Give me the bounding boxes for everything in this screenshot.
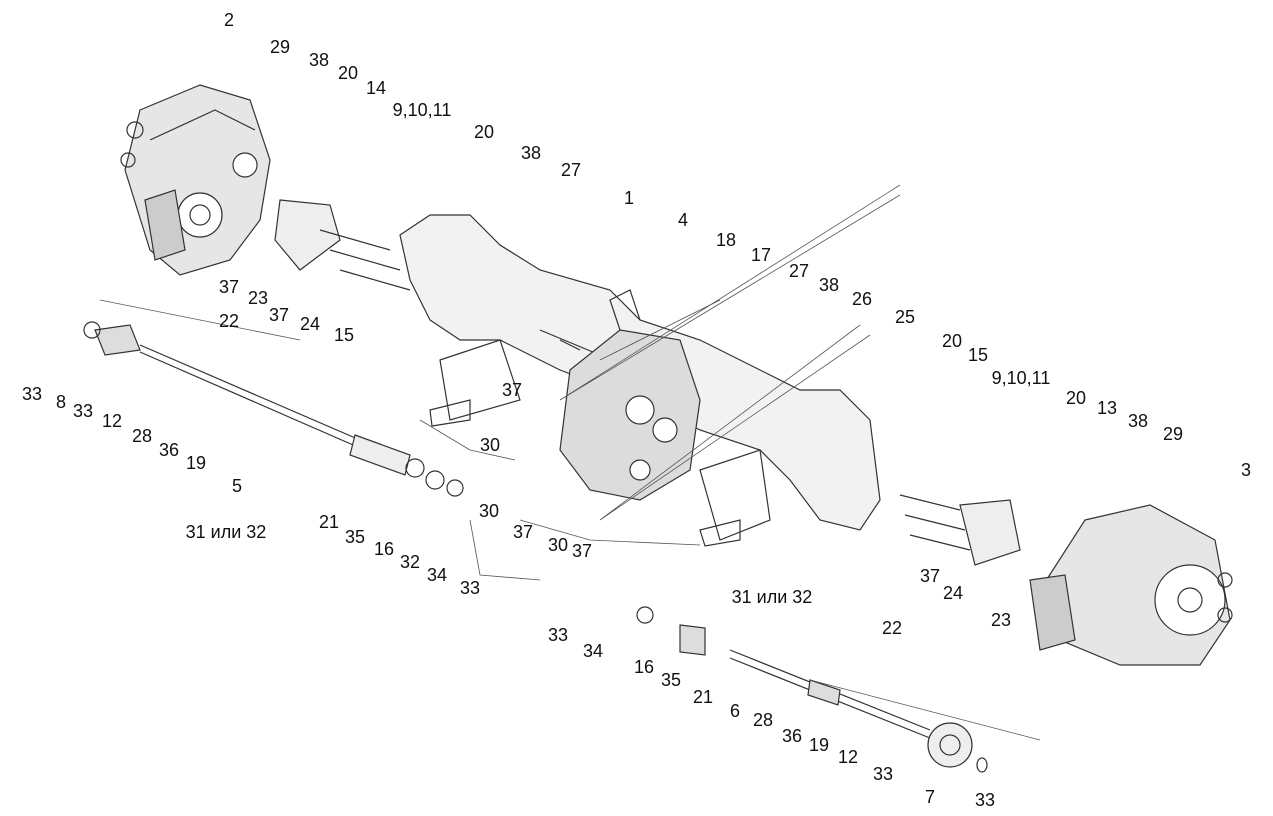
part-label-20: 20	[337, 63, 359, 83]
part-label-20: 20	[941, 331, 963, 351]
left-mount-plate	[274, 199, 341, 271]
part-label-37: 37	[268, 305, 290, 325]
part-label-9-10-11: 9,10,11	[392, 100, 452, 120]
part-label-37: 37	[512, 522, 534, 542]
part-label-29: 29	[269, 37, 291, 57]
part-label-15: 15	[333, 325, 355, 345]
part-label-23: 23	[990, 610, 1012, 630]
part-label-14: 14	[365, 78, 387, 98]
part-label-19: 19	[185, 453, 207, 473]
part-label-24: 24	[299, 314, 321, 334]
part-label-37: 37	[501, 380, 523, 400]
part-label-38: 38	[308, 50, 330, 70]
part-label-8: 8	[55, 392, 67, 412]
part-label-26: 26	[851, 289, 873, 309]
part-label-38: 38	[818, 275, 840, 295]
part-label-37: 37	[571, 541, 593, 561]
part-label-1: 1	[623, 188, 635, 208]
part-label-13: 13	[1096, 398, 1118, 418]
part-label-36: 36	[158, 440, 180, 460]
part-label-33: 33	[459, 578, 481, 598]
part-label-16: 16	[373, 539, 395, 559]
part-label-2: 2	[223, 10, 235, 30]
part-label-28: 28	[752, 710, 774, 730]
part-label-32: 32	[399, 552, 421, 572]
part-label-37: 37	[218, 277, 240, 297]
part-label-6: 6	[729, 701, 741, 721]
part-label-18: 18	[715, 230, 737, 250]
left-half-shaft	[83, 321, 464, 497]
part-label-21: 21	[318, 512, 340, 532]
part-label-27: 27	[788, 261, 810, 281]
part-label-31-or-32: 31 или 32	[185, 522, 267, 542]
part-label-28: 28	[131, 426, 153, 446]
gearbox-unit	[559, 289, 701, 501]
part-label-21: 21	[692, 687, 714, 707]
part-label-4: 4	[677, 210, 689, 230]
part-label-22: 22	[218, 311, 240, 331]
part-label-16: 16	[633, 657, 655, 677]
part-label-35: 35	[660, 670, 682, 690]
part-label-25: 25	[894, 307, 916, 327]
part-label-7: 7	[924, 787, 936, 807]
part-label-38: 38	[520, 143, 542, 163]
right-mount-plate	[959, 499, 1021, 566]
part-label-33: 33	[72, 401, 94, 421]
part-label-15: 15	[967, 345, 989, 365]
part-label-33: 33	[974, 790, 996, 810]
leader-lines	[99, 184, 1041, 741]
part-label-27: 27	[560, 160, 582, 180]
part-label-3: 3	[1240, 460, 1252, 480]
part-label-30: 30	[547, 535, 569, 555]
part-label-24: 24	[942, 583, 964, 603]
part-label-12: 12	[101, 411, 123, 431]
left-final-drive	[120, 84, 271, 276]
part-label-38: 38	[1127, 411, 1149, 431]
part-label-20: 20	[473, 122, 495, 142]
part-label-35: 35	[344, 527, 366, 547]
part-label-34: 34	[426, 565, 448, 585]
part-label-34: 34	[582, 641, 604, 661]
part-label-33: 33	[872, 764, 894, 784]
part-label-20: 20	[1065, 388, 1087, 408]
part-label-33: 33	[547, 625, 569, 645]
part-label-29: 29	[1162, 424, 1184, 444]
part-label-17: 17	[750, 245, 772, 265]
part-label-22: 22	[881, 618, 903, 638]
part-label-19: 19	[808, 735, 830, 755]
part-label-33: 33	[21, 384, 43, 404]
part-label-31-or-32: 31 или 32	[731, 587, 813, 607]
part-label-5: 5	[231, 476, 243, 496]
part-label-12: 12	[837, 747, 859, 767]
right-final-drive	[1029, 504, 1233, 666]
part-label-36: 36	[781, 726, 803, 746]
right-half-shaft	[636, 606, 988, 773]
part-label-9-10-11: 9,10,11	[991, 368, 1051, 388]
part-label-30: 30	[479, 435, 501, 455]
part-label-23: 23	[247, 288, 269, 308]
part-label-37: 37	[919, 566, 941, 586]
part-label-30: 30	[478, 501, 500, 521]
